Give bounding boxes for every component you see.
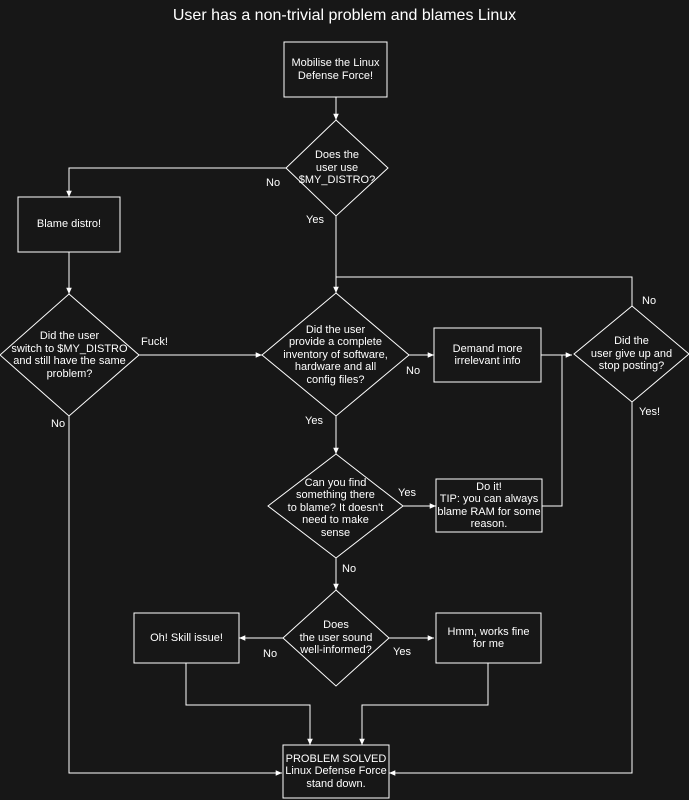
edge-label-inventory-no: No xyxy=(406,365,421,377)
edge-label-switched-fuck: Fuck! xyxy=(141,336,168,348)
uses-distro-label: Does the user use $MY_DISTRO? xyxy=(298,149,376,187)
well-informed-diamond xyxy=(282,589,390,687)
blame-distro-label: Blame distro! xyxy=(36,218,102,231)
inventory-label: Did the user provide a complete inventor… xyxy=(283,323,388,386)
edge-switched-no-to-solved xyxy=(68,416,282,776)
edge-do-it-to-gave-up xyxy=(542,355,563,507)
edge-uses-distro-no-to-blame-distro xyxy=(66,167,286,197)
solved-box xyxy=(282,744,390,799)
blame-distro-box xyxy=(17,196,121,253)
edge-label-find-yes: Yes xyxy=(398,487,416,499)
edge-label-distro-yes: Yes xyxy=(306,214,324,226)
solved-label: PROBLEM SOLVED Linux Defense Force stand… xyxy=(285,752,387,790)
works-fine-box xyxy=(435,612,542,664)
edge-label-informed-yes: Yes xyxy=(393,646,411,658)
find-blame-diamond xyxy=(267,453,404,559)
edge-works-fine-to-solved xyxy=(359,663,489,745)
skill-issue-box xyxy=(133,612,240,664)
edge-label-find-no: No xyxy=(342,563,357,575)
find-blame-label: Can you find something there to blame? I… xyxy=(287,476,384,539)
skill-issue-label: Oh! Skill issue! xyxy=(150,631,223,644)
mobilise-label: Mobilise the Linux Defense Force! xyxy=(291,57,380,82)
works-fine-label: Hmm, works fine for me xyxy=(447,625,530,651)
diagram-title: User has a non-trivial problem and blame… xyxy=(172,7,517,24)
do-it-label: Do it! TIP: you can always blame RAM for… xyxy=(437,480,541,531)
edge-label-gave-up-no: No xyxy=(642,295,657,307)
switched-diamond xyxy=(0,293,140,417)
edge-label-informed-no: No xyxy=(263,648,278,660)
demand-info-label: Demand more irrelevant info xyxy=(452,342,523,368)
inventory-diamond xyxy=(261,292,410,417)
switched-label: Did the user switch to $MY_DISTRO and st… xyxy=(11,330,128,380)
mobilise-box xyxy=(283,41,388,98)
edge-gave-up-no-to-loop xyxy=(336,276,633,306)
uses-distro-diamond xyxy=(285,119,389,217)
do-it-box xyxy=(435,478,543,533)
edge-skill-issue-to-solved xyxy=(185,663,313,745)
edge-label-inventory-yes: Yes xyxy=(305,415,323,427)
gave-up-diamond xyxy=(573,305,689,403)
well-informed-label: Does the user sound well-informed? xyxy=(299,619,373,657)
demand-info-box xyxy=(433,327,542,383)
edge-label-switched-no: No xyxy=(51,418,66,430)
edge-label-gave-up-yes: Yes! xyxy=(639,406,661,418)
edge-label-distro-no: No xyxy=(266,177,281,189)
gave-up-label: Did the user give up and stop posting? xyxy=(590,335,673,373)
edge-gave-up-yes-to-solved xyxy=(389,402,633,776)
